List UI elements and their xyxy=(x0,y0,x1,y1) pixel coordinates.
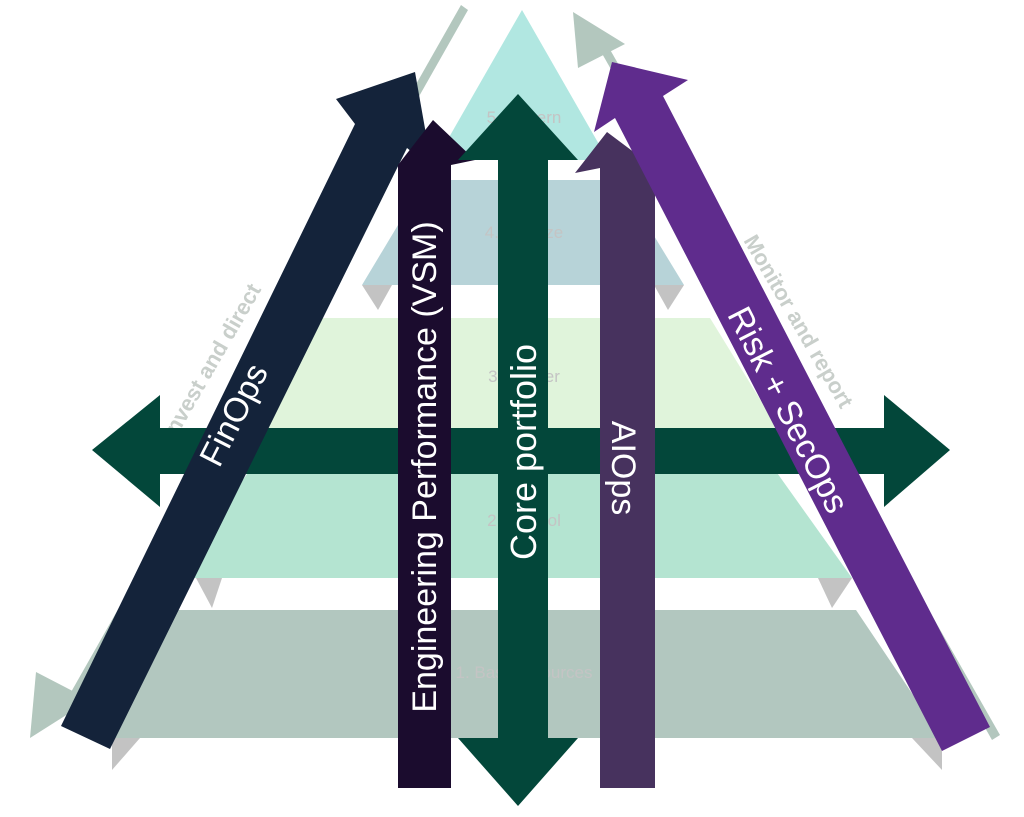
vsm-arrow xyxy=(398,120,475,788)
tier-shadow-1 xyxy=(112,738,140,770)
tier-shadow-1-right xyxy=(912,738,942,770)
aiops-arrow xyxy=(575,132,655,788)
risk-secops-arrow xyxy=(594,62,990,751)
tier-govern xyxy=(436,10,608,160)
core-portfolio-label: Core portfolio xyxy=(503,344,544,560)
tier-shadow-2-right xyxy=(818,578,852,608)
tier-shadow-2 xyxy=(196,578,222,608)
aiops-label: AIOps xyxy=(604,421,642,515)
core-portfolio-arrow xyxy=(458,94,578,806)
side-arrow-right-head xyxy=(573,12,625,68)
finops-arrow xyxy=(61,72,432,749)
vsm-label: Engineering Performance (VSM) xyxy=(406,221,444,712)
tier-shadow-4-right xyxy=(654,285,684,310)
side-arrow-left-head xyxy=(30,672,90,738)
tier-shadow-4 xyxy=(362,285,392,310)
